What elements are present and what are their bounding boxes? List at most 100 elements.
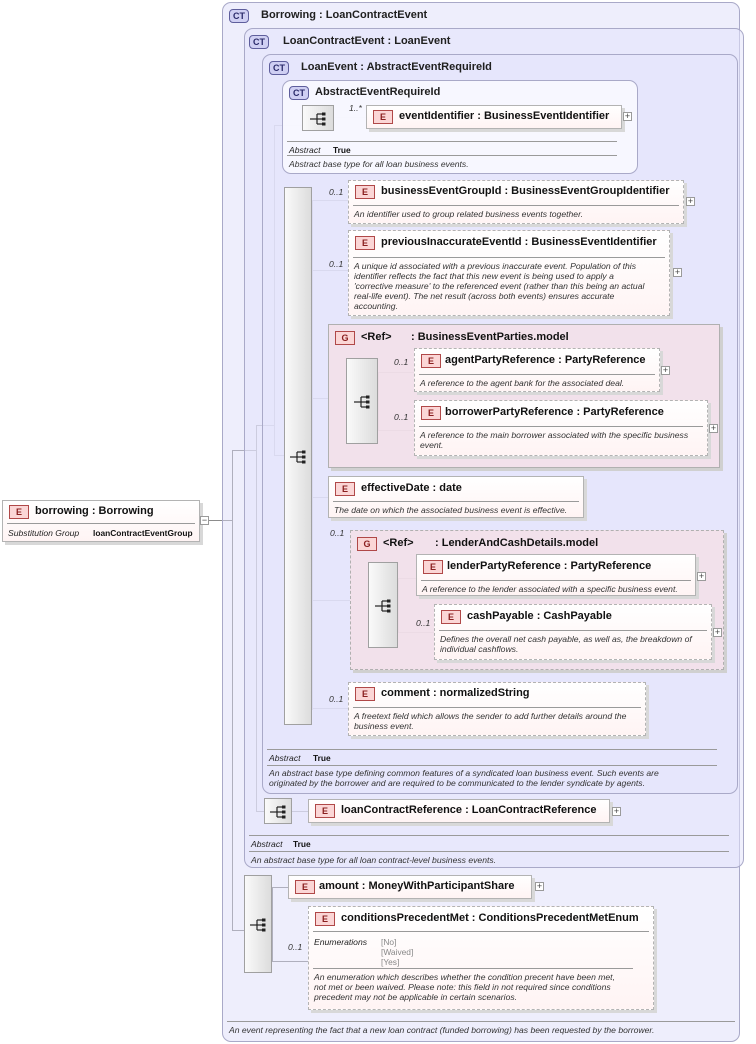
divider xyxy=(353,257,665,258)
complex-type-doc: An abstract base type for all loan contr… xyxy=(251,855,497,865)
substitution-group-label: Substitution Group xyxy=(8,528,80,538)
effective-date-element[interactable]: E effectiveDate : date The date on which… xyxy=(328,476,584,518)
complex-type-title: LoanEvent : AbstractEventRequireId xyxy=(301,61,492,73)
expand-toggle[interactable]: + xyxy=(697,571,706,581)
connector xyxy=(272,887,273,961)
occurrence-label: 0..1 xyxy=(329,187,344,197)
expand-toggle[interactable]: + xyxy=(535,881,544,891)
sequence-icon xyxy=(310,112,326,126)
element-badge: E xyxy=(421,354,441,368)
element-doc-line: A reference to the main borrower associa… xyxy=(420,430,689,440)
expand-toggle[interactable]: + xyxy=(673,267,682,277)
sequence-compositor[interactable] xyxy=(284,187,312,725)
element-doc: The date on which the associated busines… xyxy=(334,505,568,515)
connector xyxy=(272,961,308,962)
enumeration-value: [No] xyxy=(381,937,397,947)
agent-party-reference-element[interactable]: E agentPartyReference : PartyReference A… xyxy=(414,348,660,392)
expand-toggle[interactable]: + xyxy=(661,365,670,375)
element-badge: E xyxy=(355,185,375,199)
loan-contract-reference-element[interactable]: E loanContractReference : LoanContractRe… xyxy=(308,799,610,823)
divider xyxy=(249,835,729,836)
amount-element[interactable]: E amount : MoneyWithParticipantShare xyxy=(288,875,532,899)
element-doc-line: A unique id associated with a previous i… xyxy=(354,261,637,271)
event-identifier-element[interactable]: E eventIdentifier : BusinessEventIdentif… xyxy=(366,105,622,129)
connector xyxy=(232,930,244,931)
complex-type-doc-line: An abstract base type defining common fe… xyxy=(269,768,659,778)
element-title: cashPayable : CashPayable xyxy=(467,610,612,622)
divider xyxy=(419,374,655,375)
element-badge: E xyxy=(421,406,441,420)
sequence-compositor[interactable] xyxy=(346,358,378,444)
collapse-toggle[interactable]: − xyxy=(200,515,209,525)
enumerations-label: Enumerations xyxy=(314,937,368,947)
sequence-icon xyxy=(354,395,370,409)
expand-toggle[interactable]: + xyxy=(612,806,621,816)
element-badge: E xyxy=(373,110,393,124)
abstract-label: Abstract xyxy=(251,839,283,849)
element-doc-line: identifier reflects the fact that this n… xyxy=(354,271,614,281)
divider xyxy=(313,968,633,969)
element-title: borrowing : Borrowing xyxy=(35,505,154,517)
element-doc-line: Defines the overall net cash payable, as… xyxy=(440,634,692,644)
element-doc-line: real-life event). The net result (across… xyxy=(354,291,615,301)
borrowing-element[interactable]: E borrowing : Borrowing Substitution Gro… xyxy=(2,500,200,542)
abstract-label: Abstract xyxy=(269,753,301,763)
complex-type-badge: CT xyxy=(289,86,309,100)
group-title: : BusinessEventParties.model xyxy=(411,331,569,343)
expand-toggle[interactable]: + xyxy=(623,111,632,121)
sequence-compositor[interactable] xyxy=(264,798,292,824)
sequence-compositor[interactable] xyxy=(302,105,334,131)
enumeration-value: [Waived] xyxy=(381,947,414,957)
element-title: eventIdentifier : BusinessEventIdentifie… xyxy=(399,110,610,122)
group-title: : LenderAndCashDetails.model xyxy=(435,537,599,549)
substitution-group-value: loanContractEventGroup xyxy=(93,528,193,538)
borrower-party-reference-element[interactable]: E borrowerPartyReference : PartyReferenc… xyxy=(414,400,708,456)
expand-toggle[interactable]: + xyxy=(709,423,718,433)
cash-payable-element[interactable]: E cashPayable : CashPayable Defines the … xyxy=(434,604,712,660)
complex-type-title: LoanContractEvent : LoanEvent xyxy=(283,35,451,47)
element-title: agentPartyReference : PartyReference xyxy=(445,354,646,366)
lender-party-reference-element[interactable]: E lenderPartyReference : PartyReference … xyxy=(416,554,696,596)
element-title: effectiveDate : date xyxy=(361,482,462,494)
complex-type-doc: An event representing the fact that a ne… xyxy=(229,1025,655,1035)
divider xyxy=(313,931,649,932)
complex-type-badge: CT xyxy=(269,61,289,75)
divider xyxy=(267,749,717,750)
element-doc: A reference to the agent bank for the as… xyxy=(420,378,625,388)
divider xyxy=(267,765,717,766)
sequence-compositor[interactable] xyxy=(244,875,272,973)
divider xyxy=(287,155,617,156)
connector xyxy=(272,887,288,888)
element-title: lenderPartyReference : PartyReference xyxy=(447,560,652,572)
element-doc-line: 'corrective measure' to the referenced e… xyxy=(354,281,645,291)
element-doc-line: not met or been waived. Please note: thi… xyxy=(314,982,611,992)
element-badge: E xyxy=(9,505,29,519)
complex-type-doc-line: originated by the borrower and are requi… xyxy=(269,778,645,788)
divider xyxy=(421,580,691,581)
element-doc: An identifier used to group related busi… xyxy=(354,209,583,219)
group-ref: <Ref> xyxy=(383,537,414,549)
element-doc-line: A freetext field which allows the sender… xyxy=(354,711,627,721)
comment-element[interactable]: E comment : normalizedString A freetext … xyxy=(348,682,646,736)
complex-type-doc: Abstract base type for all loan business… xyxy=(289,159,469,169)
sequence-compositor[interactable] xyxy=(368,562,398,648)
element-doc-line: precedent may not be applicable in certa… xyxy=(314,992,518,1002)
sequence-icon xyxy=(290,450,306,464)
complex-type-badge: CT xyxy=(229,9,249,23)
occurrence-label: 0..1 xyxy=(329,259,344,269)
business-event-group-id-element[interactable]: E businessEventGroupId : BusinessEventGr… xyxy=(348,180,684,224)
element-title: borrowerPartyReference : PartyReference xyxy=(445,406,664,418)
expand-toggle[interactable]: + xyxy=(713,627,722,637)
occurrence-label: 0..1 xyxy=(288,942,303,952)
occurrence-label: 0..1 xyxy=(330,528,345,538)
expand-toggle[interactable]: + xyxy=(686,196,695,206)
element-doc-line: event. xyxy=(420,440,444,450)
occurrence-label: 1..* xyxy=(349,103,362,113)
previous-inaccurate-event-id-element[interactable]: E previousInaccurateEventId : BusinessEv… xyxy=(348,230,670,316)
abstract-value: True xyxy=(313,753,331,763)
enumeration-value: [Yes] xyxy=(381,957,400,967)
divider xyxy=(227,1021,735,1022)
conditions-precedent-met-element[interactable]: E conditionsPrecedentMet : ConditionsPre… xyxy=(308,906,654,1010)
element-title: loanContractReference : LoanContractRefe… xyxy=(341,804,597,816)
element-badge: E xyxy=(355,236,375,250)
